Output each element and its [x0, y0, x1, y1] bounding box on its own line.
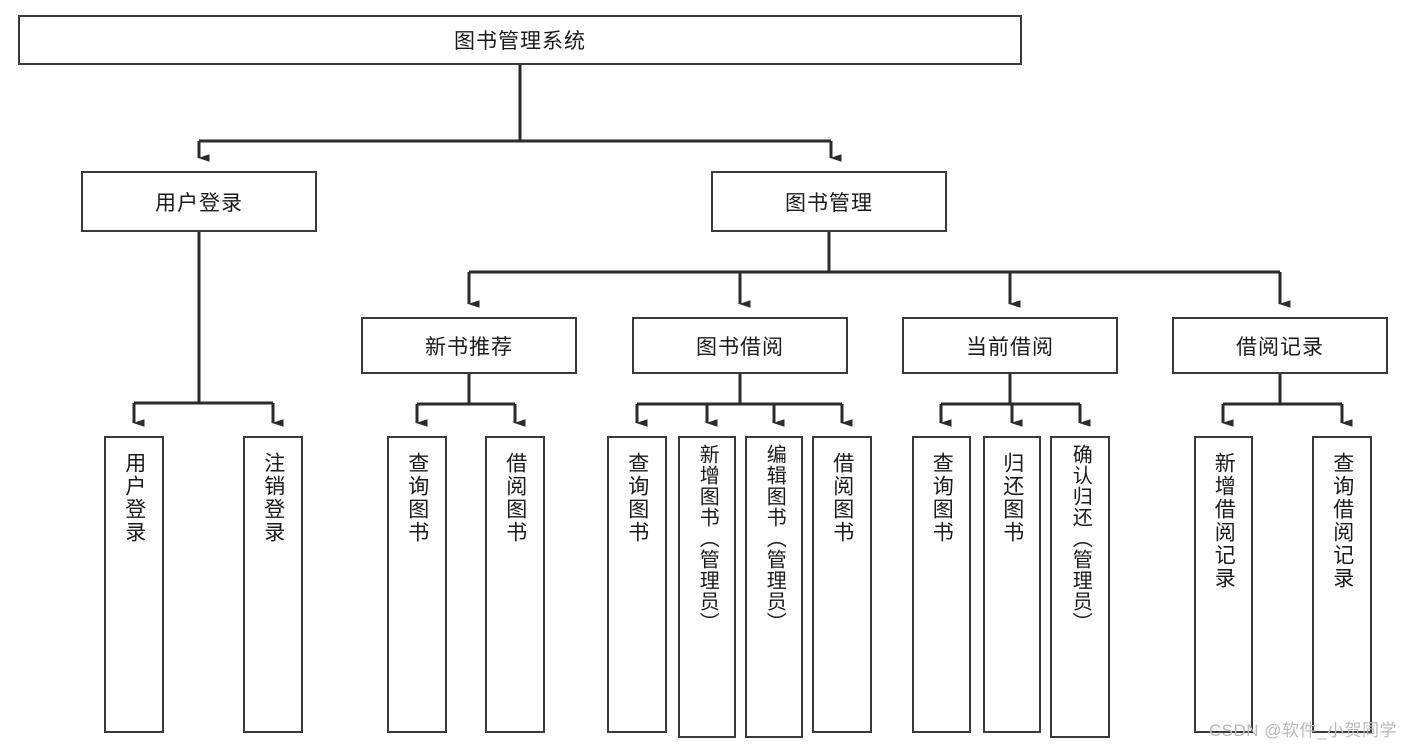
node-leaf-query-book-rec-label: 查询图书	[405, 452, 429, 544]
node-book-borrow-label: 图书借阅	[696, 335, 784, 359]
node-current-borrow[interactable]: 当前借阅	[902, 317, 1118, 374]
node-borrow-record-label: 借阅记录	[1236, 335, 1324, 359]
node-new-book-rec[interactable]: 新书推荐	[361, 317, 577, 374]
node-leaf-edit-book-admin-label: 编辑图书（管理员）	[763, 444, 786, 633]
node-new-book-rec-label: 新书推荐	[425, 335, 513, 359]
node-user-login-label: 用户登录	[155, 191, 243, 215]
node-leaf-return-book[interactable]: 归还图书	[983, 436, 1041, 733]
node-leaf-user-logout-label: 注销登录	[261, 452, 285, 544]
node-leaf-user-logout[interactable]: 注销登录	[243, 436, 303, 733]
node-leaf-return-book-label: 归还图书	[1000, 452, 1024, 544]
node-leaf-add-book-admin[interactable]: 新增图书（管理员）	[678, 436, 736, 738]
node-borrow-record[interactable]: 借阅记录	[1172, 317, 1388, 374]
node-leaf-borrow-book-rec[interactable]: 借阅图书	[485, 436, 545, 733]
node-leaf-add-borrow-record[interactable]: 新增借阅记录	[1194, 436, 1253, 733]
node-leaf-user-login-label: 用户登录	[122, 452, 146, 544]
node-leaf-borrow-book-label: 借阅图书	[830, 452, 854, 544]
node-book-manage-label: 图书管理	[785, 191, 873, 215]
node-book-borrow[interactable]: 图书借阅	[632, 317, 848, 374]
node-leaf-query-borrow-record[interactable]: 查询借阅记录	[1312, 436, 1372, 733]
node-current-borrow-label: 当前借阅	[966, 335, 1054, 359]
node-leaf-confirm-return-admin[interactable]: 确认归还（管理员）	[1050, 436, 1110, 738]
node-leaf-query-borrow-record-label: 查询借阅记录	[1330, 452, 1354, 590]
node-leaf-query-book-label: 查询图书	[625, 452, 649, 544]
node-leaf-query-book-cur[interactable]: 查询图书	[912, 436, 971, 733]
node-leaf-query-book-cur-label: 查询图书	[930, 452, 954, 544]
node-user-login[interactable]: 用户登录	[81, 171, 317, 232]
node-leaf-add-borrow-record-label: 新增借阅记录	[1212, 452, 1236, 590]
watermark: CSDN @软件_小贺同学	[1208, 721, 1397, 740]
node-root[interactable]: 图书管理系统	[18, 15, 1022, 65]
node-root-label: 图书管理系统	[454, 30, 586, 53]
node-leaf-confirm-return-admin-label: 确认归还（管理员）	[1069, 444, 1092, 633]
node-leaf-borrow-book[interactable]: 借阅图书	[812, 436, 872, 733]
node-leaf-add-book-admin-label: 新增图书（管理员）	[696, 444, 719, 633]
node-leaf-borrow-book-rec-label: 借阅图书	[503, 452, 527, 544]
node-leaf-user-login[interactable]: 用户登录	[104, 436, 164, 733]
node-leaf-query-book[interactable]: 查询图书	[607, 436, 667, 733]
node-leaf-query-book-rec[interactable]: 查询图书	[387, 436, 447, 733]
node-leaf-edit-book-admin[interactable]: 编辑图书（管理员）	[745, 436, 803, 738]
node-book-manage[interactable]: 图书管理	[711, 171, 947, 232]
